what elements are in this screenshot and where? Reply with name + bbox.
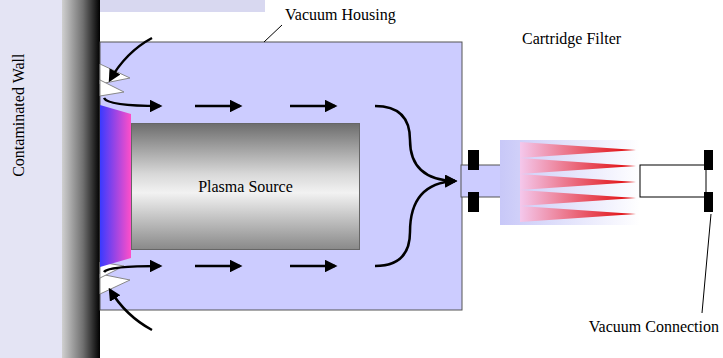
- flow-arrow: [110, 38, 152, 80]
- wall-label: Contaminated Wall: [11, 53, 29, 176]
- flange: [468, 150, 479, 170]
- housing-neck: [461, 165, 501, 197]
- filter-element: [520, 206, 636, 222]
- flow-arrow: [104, 98, 160, 106]
- filter-element: [520, 190, 636, 206]
- plasma-source-box: Plasma Source: [131, 123, 360, 250]
- flow-arrow: [290, 265, 335, 268]
- flow-arrow: [375, 106, 455, 181]
- seal-lip: [100, 274, 130, 294]
- seal-lip: [100, 80, 124, 96]
- filter-element: [520, 158, 636, 174]
- flange: [704, 150, 713, 170]
- filter-element: [520, 174, 636, 190]
- flow-arrow: [195, 265, 240, 268]
- leader-line: [264, 25, 282, 42]
- leader-line: [702, 214, 711, 313]
- part-label: Vacuum Connection: [589, 318, 719, 336]
- flange: [704, 192, 713, 212]
- flow-arrow: [110, 290, 152, 330]
- flow-arrow: [104, 266, 160, 272]
- side-band: [0, 0, 62, 358]
- outlet-pipe: [640, 165, 706, 197]
- part-label: Cartridge Filter: [522, 30, 621, 48]
- vacuum-housing: [100, 42, 462, 310]
- plasma-glow: [100, 105, 131, 267]
- flow-arrow: [290, 105, 335, 108]
- filter-element: [520, 142, 636, 158]
- flange: [468, 192, 479, 212]
- wall: [62, 0, 100, 358]
- flow-arrow: [375, 181, 455, 266]
- node-text: Plasma Source: [198, 178, 293, 196]
- part-label: Vacuum Housing: [285, 6, 396, 24]
- cartridge-filter: [500, 140, 640, 225]
- flow-arrow: [195, 105, 240, 108]
